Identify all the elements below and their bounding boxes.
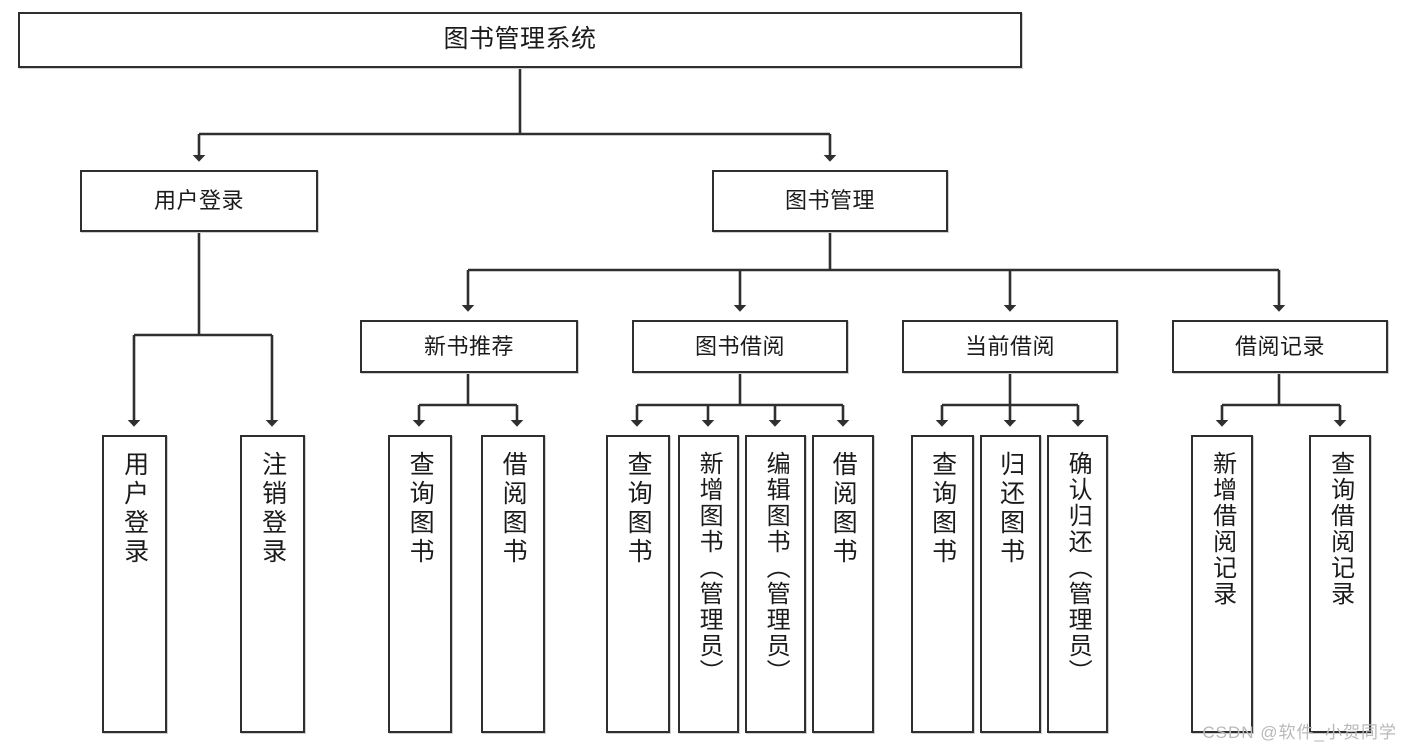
leaf-query-book-current[interactable]: 查询图书: [911, 435, 974, 733]
node-borrow-record[interactable]: 借阅记录: [1172, 320, 1388, 373]
node-label: 图书管理系统: [443, 25, 597, 54]
node-book-borrow[interactable]: 图书借阅: [632, 320, 848, 373]
node-label: 借阅记录: [1234, 333, 1325, 359]
node-root-book-management-system[interactable]: 图书管理系统: [18, 12, 1022, 68]
node-label: 图书借阅: [694, 333, 785, 359]
node-label: 新书推荐: [423, 333, 514, 359]
node-label: 查询图书: [928, 451, 957, 567]
node-label: 用户登录: [153, 188, 244, 214]
leaf-query-book-recommend[interactable]: 查询图书: [388, 435, 452, 733]
leaf-confirm-return-admin[interactable]: 确认归还（管理员）: [1047, 435, 1108, 733]
node-label: 借阅图书: [829, 451, 858, 567]
node-book-management[interactable]: 图书管理: [712, 170, 948, 232]
leaf-query-borrow-record[interactable]: 查询借阅记录: [1309, 435, 1371, 733]
leaf-logout[interactable]: 注销登录: [240, 435, 305, 733]
leaf-borrow-book[interactable]: 借阅图书: [812, 435, 874, 733]
node-label: 查询图书: [406, 451, 435, 567]
leaf-query-book-borrow[interactable]: 查询图书: [606, 435, 670, 733]
watermark: CSDN @软件_小贺同学: [1202, 723, 1397, 742]
node-current-borrow[interactable]: 当前借阅: [902, 320, 1118, 373]
node-label: 确认归还（管理员）: [1064, 451, 1092, 685]
leaf-user-login[interactable]: 用户登录: [102, 435, 167, 733]
node-label: 编辑图书（管理员）: [762, 451, 790, 685]
leaf-edit-book-admin[interactable]: 编辑图书（管理员）: [745, 435, 806, 733]
leaf-add-borrow-record[interactable]: 新增借阅记录: [1191, 435, 1253, 733]
leaf-return-book[interactable]: 归还图书: [980, 435, 1041, 733]
node-label: 归还图书: [996, 451, 1025, 567]
node-label: 查询图书: [624, 451, 653, 567]
node-label: 新增借阅记录: [1208, 451, 1236, 607]
leaf-add-book-admin[interactable]: 新增图书（管理员）: [678, 435, 739, 733]
node-label: 当前借阅: [964, 333, 1055, 359]
node-user-login[interactable]: 用户登录: [80, 170, 318, 232]
node-new-book-recommend[interactable]: 新书推荐: [360, 320, 578, 373]
leaf-borrow-book-recommend[interactable]: 借阅图书: [481, 435, 545, 733]
node-label: 借阅图书: [499, 451, 528, 567]
node-label: 用户登录: [120, 451, 149, 567]
node-label: 新增图书（管理员）: [695, 451, 723, 685]
node-label: 注销登录: [258, 451, 287, 567]
node-label: 查询借阅记录: [1326, 451, 1354, 607]
node-label: 图书管理: [784, 188, 875, 214]
